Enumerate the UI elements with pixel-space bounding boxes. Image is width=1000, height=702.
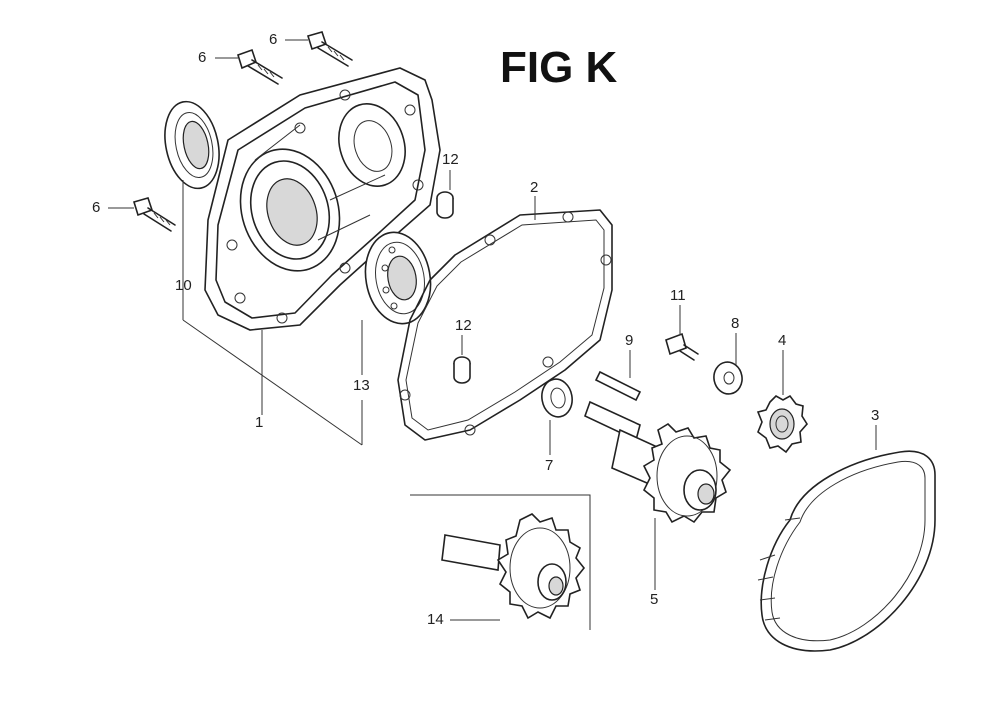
- callout-13: 13: [353, 377, 370, 394]
- callout-10: 10: [175, 277, 192, 294]
- callout-12-upper: 12: [442, 151, 459, 168]
- callout-6-left: 6: [92, 199, 101, 216]
- oil-seal-part: [164, 100, 220, 190]
- small-bolt-part: [665, 332, 699, 361]
- callout-1: 1: [255, 414, 264, 431]
- callout-2: 2: [530, 179, 539, 196]
- flange-bolt-part: [132, 197, 176, 232]
- alt-sprocket-shaft-part: [441, 513, 586, 620]
- flange-bolt-part: [306, 31, 353, 67]
- callout-8: 8: [731, 315, 740, 332]
- case-cover-part: [204, 67, 441, 331]
- dowel-pin-part: [436, 191, 454, 219]
- callout-12-lower: 12: [455, 317, 472, 334]
- dowel-pin-part: [453, 356, 471, 384]
- callout-7: 7: [545, 457, 554, 474]
- shaft-key-part: [594, 370, 642, 402]
- drive-sprocket-part: [756, 394, 808, 454]
- callout-11: 11: [670, 287, 686, 304]
- callout-6-top-left: 6: [198, 49, 207, 66]
- callout-6-top: 6: [269, 31, 278, 48]
- callout-9: 9: [625, 332, 634, 349]
- figure-title: FIG K: [500, 43, 618, 92]
- callout-3: 3: [871, 407, 880, 424]
- callout-5: 5: [650, 591, 659, 608]
- ball-bearing-part: [364, 231, 432, 325]
- leader-lines: [108, 39, 877, 621]
- callout-14: 14: [427, 611, 444, 628]
- thrust-washer-part: [713, 361, 743, 395]
- callout-4: 4: [778, 332, 787, 349]
- flange-bolt-part: [237, 48, 283, 85]
- washer-part: [541, 378, 573, 418]
- sprocket-shaft-part: [584, 400, 732, 524]
- gasket-part: [397, 209, 613, 441]
- inset-frame: [410, 494, 591, 630]
- drive-chain-part: [757, 450, 936, 652]
